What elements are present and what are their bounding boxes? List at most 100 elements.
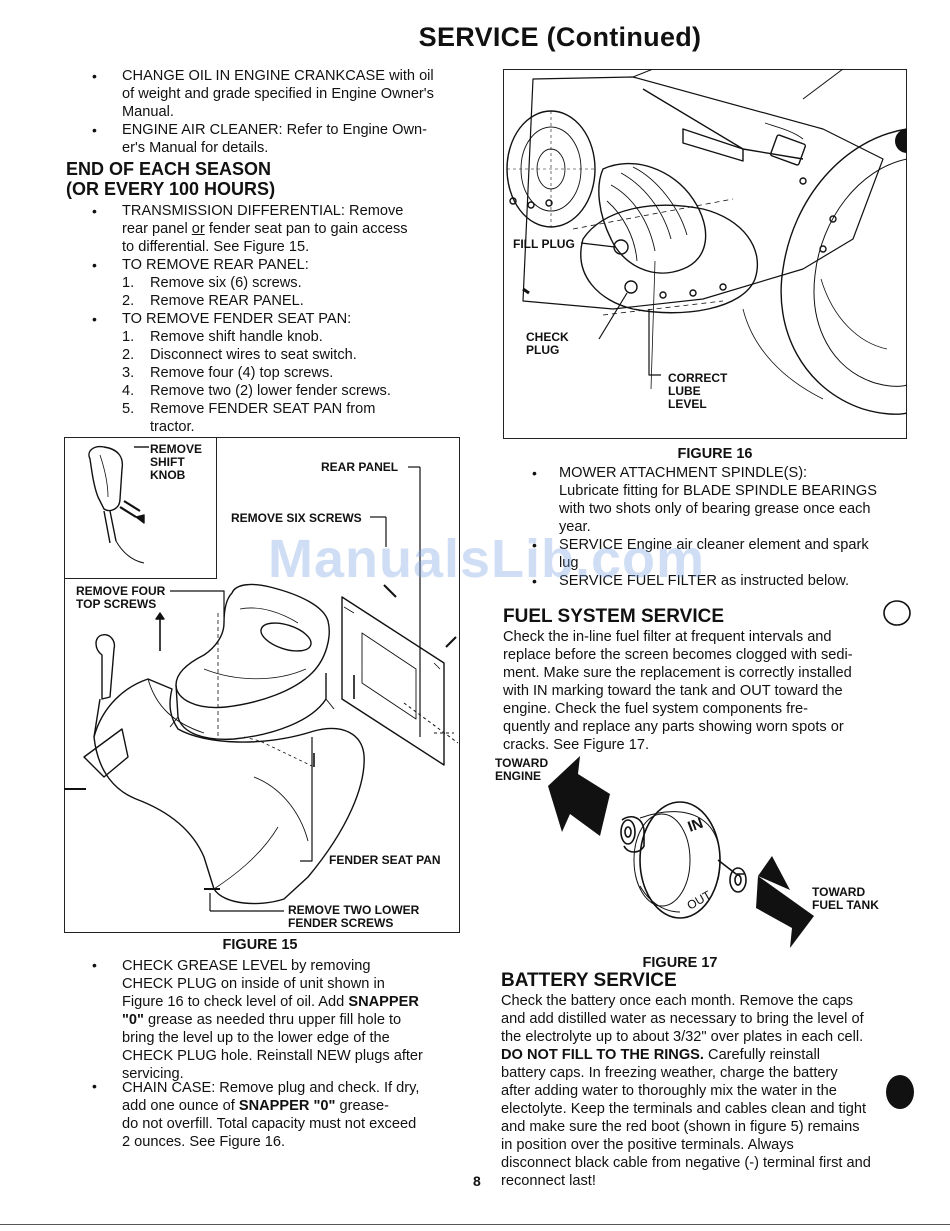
text-line: CHECK PLUG hole. Reinstall NEW plugs aft… bbox=[122, 1048, 423, 1064]
step-number: 4. bbox=[122, 383, 135, 399]
text-line: er's Manual for details. bbox=[122, 140, 269, 156]
heading-line: (OR EVERY 100 HOURS) bbox=[66, 179, 276, 199]
bold-span: SNAPPER bbox=[348, 994, 419, 1010]
label-remove-two-lower: REMOVE TWO LOWER FENDER SCREWS bbox=[288, 904, 419, 930]
text-line: after adding water to thoroughly mix the… bbox=[501, 1083, 837, 1099]
binder-hole-filled-icon bbox=[886, 1075, 914, 1109]
label-line: LEVEL bbox=[668, 397, 707, 411]
rear-panel-icon bbox=[341, 596, 445, 766]
bullet-dot: • bbox=[92, 311, 97, 327]
battery-service-heading: BATTERY SERVICE bbox=[501, 970, 677, 991]
label-check-plug: CHECK PLUG bbox=[526, 331, 569, 357]
text-line: and add distilled water as necessary to … bbox=[501, 1011, 864, 1027]
bullet-dot: • bbox=[532, 465, 537, 481]
text-line: Check the battery once each month. Remov… bbox=[501, 993, 854, 1009]
mower-spindle-item: MOWER ATTACHMENT SPINDLE(S): Lubricate f… bbox=[559, 464, 919, 536]
figure-17-caption: FIGURE 17 bbox=[642, 955, 718, 971]
label-line: FENDER SCREWS bbox=[288, 916, 394, 930]
arrow-toward-fuel-tank-icon bbox=[756, 876, 814, 948]
text-line: with two shots only of bearing grease on… bbox=[559, 501, 871, 517]
text-line: and make sure the red boot (shown in fig… bbox=[501, 1119, 860, 1135]
label-line: LUBE bbox=[668, 384, 701, 398]
filter-out-mark: OUT bbox=[685, 887, 715, 912]
text-line: electolyte. Keep the terminals and cable… bbox=[501, 1101, 867, 1117]
step-number: 1. bbox=[122, 275, 135, 291]
fuel-system-body: Check the in-line fuel filter at frequen… bbox=[503, 628, 903, 754]
text-line: ment. Make sure the replacement is corre… bbox=[503, 665, 852, 681]
step: 1. Remove shift handle knob. bbox=[122, 328, 391, 346]
underlined-or: or bbox=[191, 221, 205, 237]
bullet-dot: • bbox=[92, 257, 97, 273]
label-rear-panel: REAR PANEL bbox=[321, 460, 399, 474]
step-number: 1. bbox=[122, 329, 135, 345]
figure-17-drawing: IN OUT bbox=[548, 756, 814, 948]
step-text: Remove shift handle knob. bbox=[150, 329, 323, 345]
label-line: KNOB bbox=[150, 468, 186, 482]
label-correct-lube-level: CORRECT LUBE LEVEL bbox=[668, 372, 727, 411]
figure-16-drawing bbox=[506, 69, 907, 415]
step-text: Remove six (6) screws. bbox=[150, 275, 302, 291]
label-line: REMOVE bbox=[150, 442, 203, 456]
text-line: Check the in-line fuel filter at frequen… bbox=[503, 629, 832, 645]
figure-15-drawing bbox=[64, 445, 459, 912]
page-tab-marker bbox=[895, 129, 907, 153]
check-plug-icon bbox=[624, 280, 638, 294]
air-cleaner-item: ENGINE AIR CLEANER: Refer to Engine Own-… bbox=[122, 121, 472, 157]
fuel-system-heading: FUEL SYSTEM SERVICE bbox=[503, 606, 725, 627]
text-line: CHECK PLUG on inside of unit shown in bbox=[122, 976, 385, 992]
step-text: Remove two (2) lower fender screws. bbox=[150, 383, 391, 399]
grease-level-item: CHECK GREASE LEVEL by removing CHECK PLU… bbox=[122, 957, 472, 1083]
text-line: to differential. See Figure 15. bbox=[122, 239, 310, 255]
text-line: CHANGE OIL IN ENGINE CRANKCASE with oil bbox=[122, 68, 434, 84]
bullet-dot: • bbox=[92, 1078, 97, 1094]
text-line: servicing. bbox=[122, 1066, 184, 1082]
oil-change-item: CHANGE OIL IN ENGINE CRANKCASE with oil … bbox=[122, 67, 472, 121]
step: 1. Remove six (6) screws. bbox=[122, 274, 304, 292]
engine-service-item: SERVICE Engine air cleaner element and s… bbox=[559, 536, 919, 572]
heading-line: END OF EACH SEASON bbox=[66, 159, 272, 179]
binder-hole-icon bbox=[883, 600, 911, 626]
fender-seat-pan-icon bbox=[93, 678, 365, 905]
step: 2.Remove REAR PANEL. bbox=[122, 292, 304, 310]
scan-edge-line bbox=[0, 1224, 950, 1225]
text-span: Figure 16 to check level of oil. Add bbox=[122, 994, 349, 1010]
page-title: SERVICE (Continued) bbox=[418, 22, 702, 52]
text-line: MOWER ATTACHMENT SPINDLE(S): bbox=[559, 465, 808, 481]
step-number: 2. bbox=[122, 293, 135, 309]
bullet-dot: • bbox=[532, 573, 537, 589]
text-line: battery caps. In freezing weather, charg… bbox=[501, 1065, 838, 1081]
text-span: grease- bbox=[335, 1098, 389, 1114]
bullet-dot: • bbox=[532, 537, 537, 553]
step-number: 3. bbox=[122, 365, 135, 381]
chain-case-item: CHAIN CASE: Remove plug and check. If dr… bbox=[122, 1079, 472, 1151]
step: 2. Disconnect wires to seat switch. bbox=[122, 346, 391, 364]
figure-16-frame bbox=[503, 69, 907, 439]
text-line: do not overfill. Total capacity must not… bbox=[122, 1116, 417, 1132]
step: 4. Remove two (2) lower fender screws. bbox=[122, 382, 391, 400]
text-line: Figure 16 to check level of oil. Add SNA… bbox=[122, 993, 472, 1011]
label-line: SHIFT bbox=[150, 455, 185, 469]
text-line: 2 ounces. See Figure 16. bbox=[122, 1134, 286, 1150]
text-line: CHAIN CASE: Remove plug and check. If dr… bbox=[122, 1080, 420, 1096]
label-remove-shift-knob: REMOVE SHIFT KNOB bbox=[150, 443, 202, 482]
text-line: SERVICE Engine air cleaner element and s… bbox=[559, 537, 869, 553]
text-line: engine. Check the fuel system components… bbox=[503, 701, 809, 717]
page-number: 8 bbox=[473, 1173, 481, 1189]
label-toward-engine: TOWARD ENGINE bbox=[495, 757, 548, 783]
label-line: TOP SCREWS bbox=[76, 597, 157, 611]
text-span: fender seat pan to gain access bbox=[204, 221, 408, 237]
label-line: FUEL TANK bbox=[812, 898, 879, 912]
figure-15-caption: FIGURE 15 bbox=[222, 937, 298, 953]
text-line: disconnect black cable from negative (-)… bbox=[501, 1155, 871, 1171]
step-text: tractor. bbox=[150, 419, 195, 435]
step-text: Disconnect wires to seat switch. bbox=[150, 347, 357, 363]
step-number: 2. bbox=[122, 347, 135, 363]
text-line: year. bbox=[559, 519, 591, 535]
tire-icon bbox=[780, 128, 907, 415]
label-fill-plug: FILL PLUG bbox=[513, 237, 575, 251]
bullet-dot: • bbox=[92, 957, 97, 973]
fender-pan-steps: 1. Remove shift handle knob. 2. Disconnect… bbox=[122, 328, 391, 436]
label-toward-fuel-tank: TOWARD FUEL TANK bbox=[812, 886, 879, 912]
step-number: 5. bbox=[122, 401, 135, 417]
figure-15-frame bbox=[64, 437, 460, 933]
